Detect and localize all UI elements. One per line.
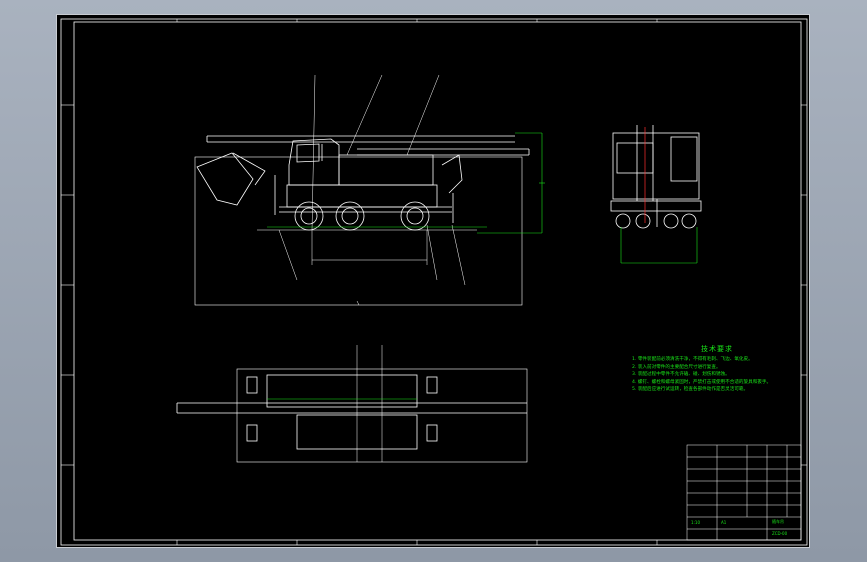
drawing-name: 随车吊 [772, 519, 784, 524]
end-elevation-dimensions [620, 227, 698, 264]
drawing-sheet: 技术要求 1. 零件装配前必须清洗干净，不得有毛刺、飞边、氧化皮。 2. 装入前… [56, 14, 810, 548]
end-elevation-view [610, 125, 702, 229]
requirement-item: 2. 装入前对零件的主要配合尺寸进行复查。 [632, 364, 721, 370]
drawing-number: ZCD-00 [772, 531, 788, 536]
requirement-item: 4. 螺钉、螺栓和螺母紧固时，严禁打击或使用不合适的旋具和扳手。 [632, 379, 772, 385]
technical-requirements-title: 技术要求 [701, 345, 733, 353]
drawing-sheet-size: A1 [721, 520, 727, 525]
frame-ticks [61, 19, 807, 545]
technical-requirements: 技术要求 1. 零件装配前必须清洗干净，不得有毛刺、飞边、氧化皮。 2. 装入前… [632, 345, 802, 393]
side-elevation-dimensions [267, 132, 545, 234]
title-block [686, 444, 802, 541]
requirement-item: 3. 装配过程中零件不允许磕、碰、划伤和锈蚀。 [632, 372, 730, 378]
plan-view [176, 345, 528, 463]
side-elevation-view [194, 74, 530, 306]
inner-frame [73, 21, 802, 541]
cad-drawing [60, 18, 808, 546]
outer-frame [60, 18, 808, 546]
requirement-item: 5. 装配后应进行试运转，检查各部件动作是否灵活可靠。 [632, 387, 749, 393]
requirement-item: 1. 零件装配前必须清洗干净，不得有毛刺、飞边、氧化皮。 [632, 357, 753, 363]
drawing-scale: 1:10 [691, 520, 700, 525]
